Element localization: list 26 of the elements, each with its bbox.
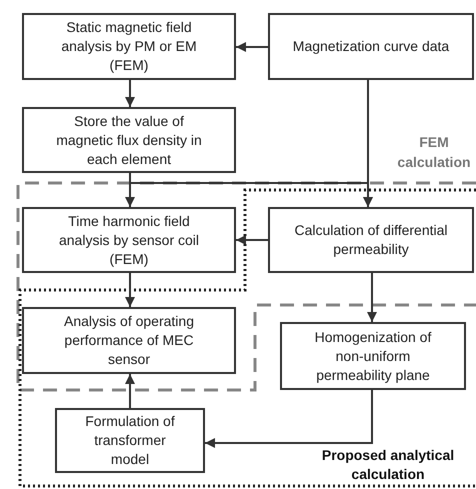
region-label: Proposed analytical calculation — [320, 446, 456, 484]
process-box — [22, 207, 236, 273]
arrow — [205, 390, 373, 448]
arrow — [236, 42, 268, 52]
process-box — [22, 13, 236, 80]
arrow — [125, 80, 135, 107]
arrow — [367, 273, 377, 322]
process-box — [268, 207, 474, 273]
box-text: Formulation of transformer model — [84, 412, 176, 469]
process-box — [55, 408, 205, 473]
process-box — [268, 13, 474, 80]
process-box — [22, 107, 236, 173]
process-box — [22, 307, 236, 374]
box-text: Calculation of differential permeability — [293, 221, 449, 259]
box-text: Magnetization curve data — [292, 37, 450, 56]
process-box — [280, 322, 466, 390]
box-text: Analysis of operating performance of MEC sensor — [63, 312, 195, 369]
arrow — [125, 273, 135, 307]
box-text: Store the value of magnetic flux density in each element — [55, 112, 203, 168]
box-text: Time harmonic field analysis by sensor coil (FEM) — [58, 212, 200, 268]
box-text: Homogenization of non-uniform permeability plane — [314, 328, 432, 384]
region-label: FEM calculation — [396, 133, 472, 172]
arrow — [363, 80, 373, 207]
arrow — [236, 235, 268, 245]
arrow — [125, 374, 135, 408]
box-text: Static magnetic field analysis by PM or EM (FEM) — [60, 18, 198, 75]
